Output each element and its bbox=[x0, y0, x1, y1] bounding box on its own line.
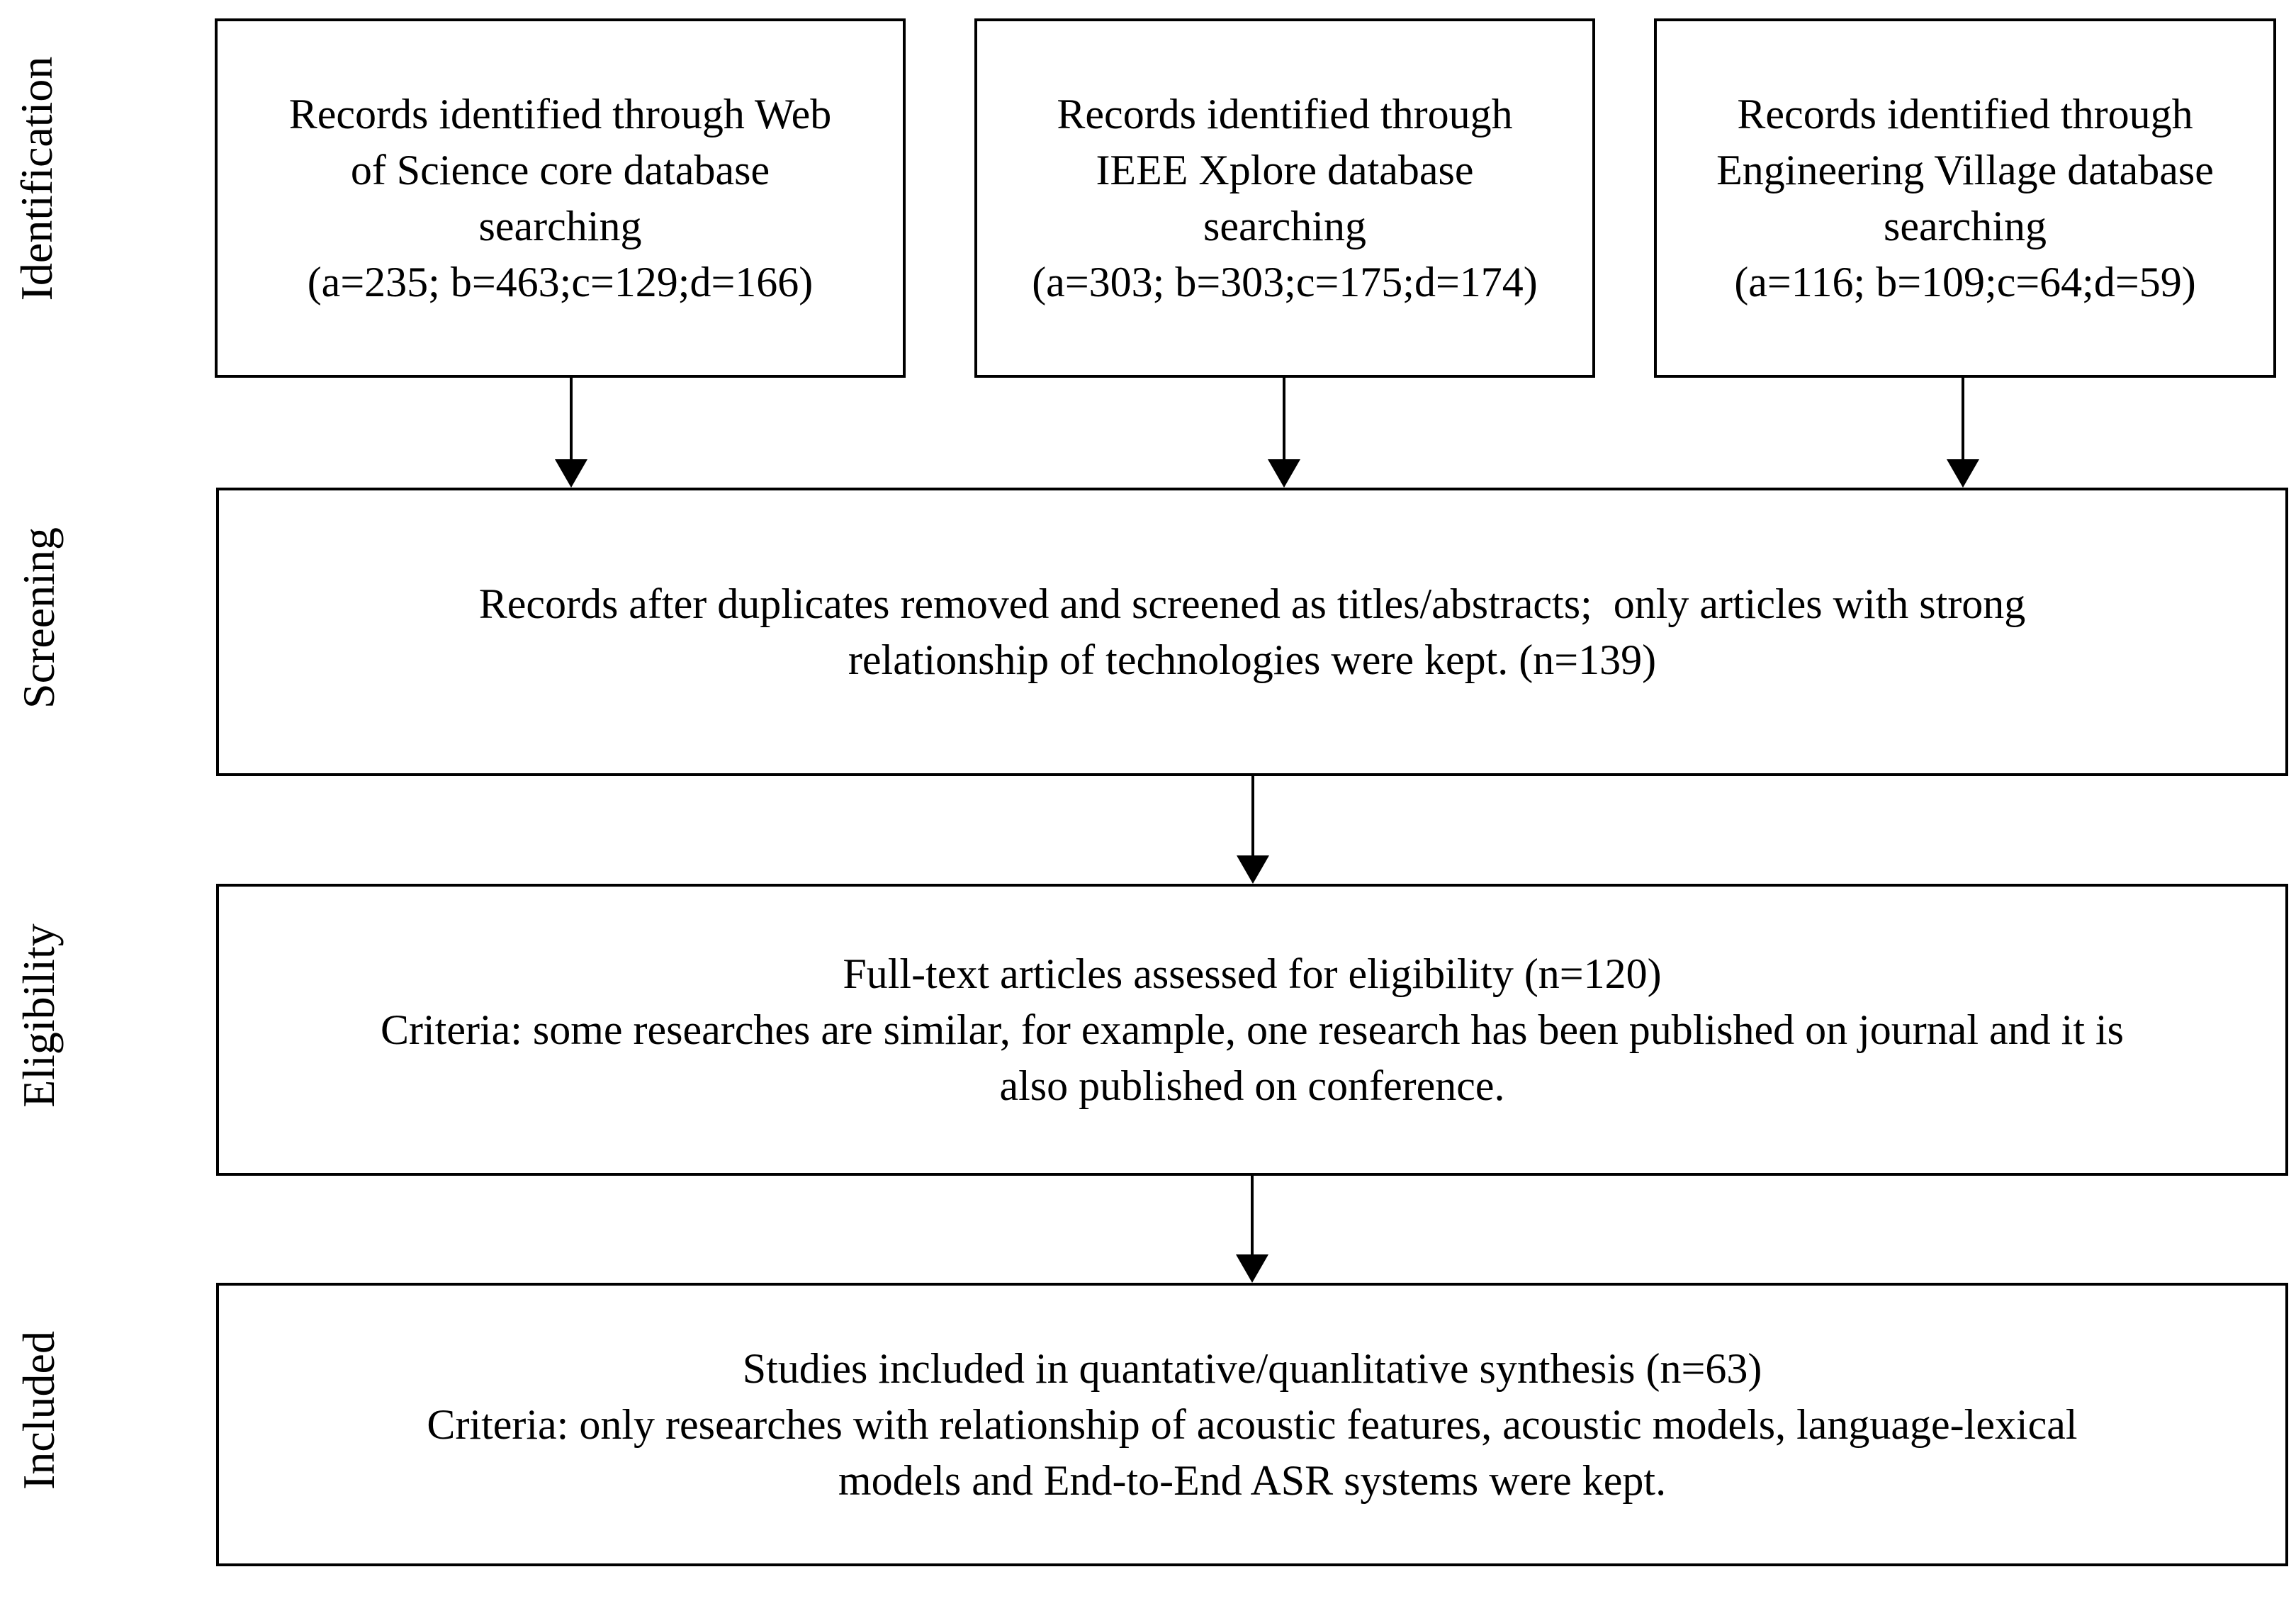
arrow-head-icon bbox=[1237, 855, 1269, 884]
down-arrow-web-of-science bbox=[555, 378, 587, 488]
down-arrow-screening-to-eligibility bbox=[1237, 776, 1269, 884]
arrow-line bbox=[1962, 378, 1964, 461]
identification-box-ieee-xplore: Records identified through IEEE Xplore d… bbox=[974, 18, 1595, 378]
stage-label-eligibility: Eligibility bbox=[13, 923, 64, 1108]
arrow-line bbox=[1251, 776, 1254, 857]
identification-box-ieee-xplore-text: Records identified through IEEE Xplore d… bbox=[1032, 90, 1538, 305]
down-arrow-engineering-village bbox=[1947, 378, 1979, 488]
stage-label-included: Included bbox=[13, 1331, 64, 1490]
arrow-head-icon bbox=[1947, 459, 1979, 488]
arrow-line bbox=[1283, 378, 1285, 461]
arrow-head-icon bbox=[1236, 1254, 1268, 1283]
eligibility-box: Full-text articles assessed for eligibil… bbox=[216, 884, 2288, 1176]
arrow-line bbox=[570, 378, 573, 461]
stage-label-screening: Screening bbox=[13, 527, 64, 709]
identification-box-engineering-village: Records identified through Engineering V… bbox=[1654, 18, 2276, 378]
arrow-line bbox=[1251, 1176, 1254, 1256]
screening-box-text: Records after duplicates removed and scr… bbox=[478, 580, 2026, 683]
arrow-head-icon bbox=[555, 459, 587, 488]
identification-box-web-of-science: Records identified through Web of Scienc… bbox=[215, 18, 906, 378]
arrow-head-icon bbox=[1268, 459, 1300, 488]
eligibility-box-text: Full-text articles assessed for eligibil… bbox=[380, 950, 2125, 1109]
screening-box: Records after duplicates removed and scr… bbox=[216, 488, 2288, 776]
stage-label-identification: Identification bbox=[11, 56, 62, 301]
down-arrow-ieee-xplore bbox=[1268, 378, 1300, 488]
included-box-text: Studies included in quantative/quanlitat… bbox=[427, 1344, 2078, 1504]
identification-box-engineering-village-text: Records identified through Engineering V… bbox=[1716, 90, 2214, 305]
included-box: Studies included in quantative/quanlitat… bbox=[216, 1283, 2288, 1566]
down-arrow-eligibility-to-included bbox=[1236, 1176, 1268, 1283]
identification-box-web-of-science-text: Records identified through Web of Scienc… bbox=[288, 90, 832, 305]
